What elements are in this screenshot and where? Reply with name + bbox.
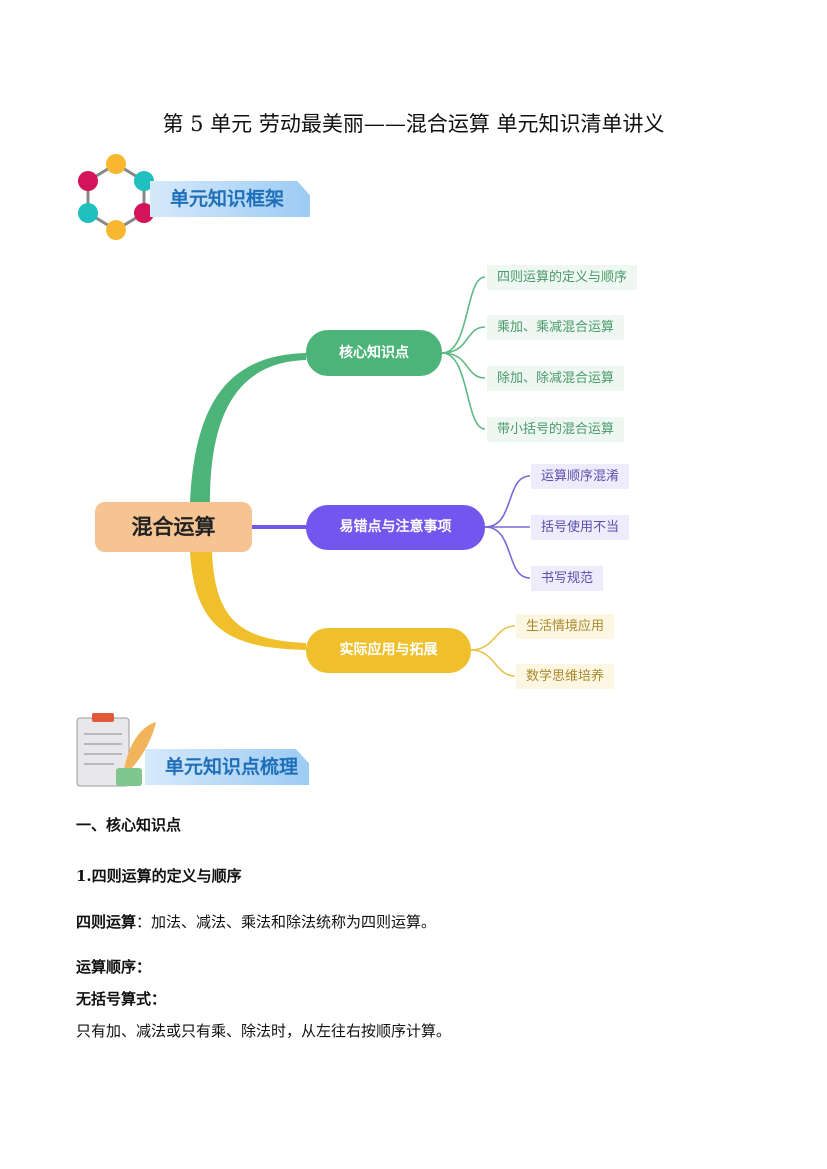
mindmap-root: 混合运算 — [95, 502, 252, 552]
mindmap-leaf: 四则运算的定义与顺序 — [487, 265, 638, 290]
mindmap-leaf: 括号使用不当 — [531, 515, 630, 540]
mindmap-leaf: 书写规范 — [531, 566, 604, 591]
subheading-definition-order: 1.四则运算的定义与顺序 — [76, 867, 242, 885]
mindmap-leaf: 乘加、乘减混合运算 — [487, 315, 625, 340]
mindmap-connectors — [190, 276, 531, 677]
section-banner-framework: 单元知识框架 — [150, 181, 310, 217]
definition-text: ：加法、减法、乘法和除法统称为四则运算。 — [136, 913, 437, 931]
branch-connector-apply — [190, 552, 306, 650]
mindmap-branch-errors: 易错点与注意事项 — [306, 505, 485, 550]
rule-text: 只有加、减法或只有乘、除法时，从左往右按顺序计算。 — [76, 1022, 452, 1040]
heading-core-knowledge: 一、核心知识点 — [76, 816, 182, 834]
clipboard-quill-icon — [76, 713, 156, 787]
section-banner-knowledge: 单元知识点梳理 — [145, 749, 309, 785]
mindmap-branch-core: 核心知识点 — [306, 330, 442, 376]
mindmap-leaf: 运算顺序混淆 — [531, 464, 630, 489]
definition-paragraph: 四则运算：加法、减法、乘法和除法统称为四则运算。 — [76, 911, 436, 932]
mindmap-branch-apply: 实际应用与拓展 — [306, 628, 471, 673]
mindmap-leaf: 除加、除减混合运算 — [487, 366, 625, 391]
page-title: 第 5 单元 劳动最美丽——混合运算 单元知识清单讲义 — [162, 112, 665, 136]
branch-connector-core — [190, 353, 306, 502]
no-paren-label: 无括号算式： — [76, 990, 167, 1008]
mindmap-leaf: 生活情境应用 — [516, 614, 615, 639]
order-label: 运算顺序： — [76, 958, 152, 976]
mindmap-leaf: 带小括号的混合运算 — [487, 417, 625, 442]
mindmap-leaf: 数学思维培养 — [516, 664, 615, 689]
molecule-icon — [78, 154, 154, 240]
definition-term: 四则运算 — [76, 913, 137, 931]
